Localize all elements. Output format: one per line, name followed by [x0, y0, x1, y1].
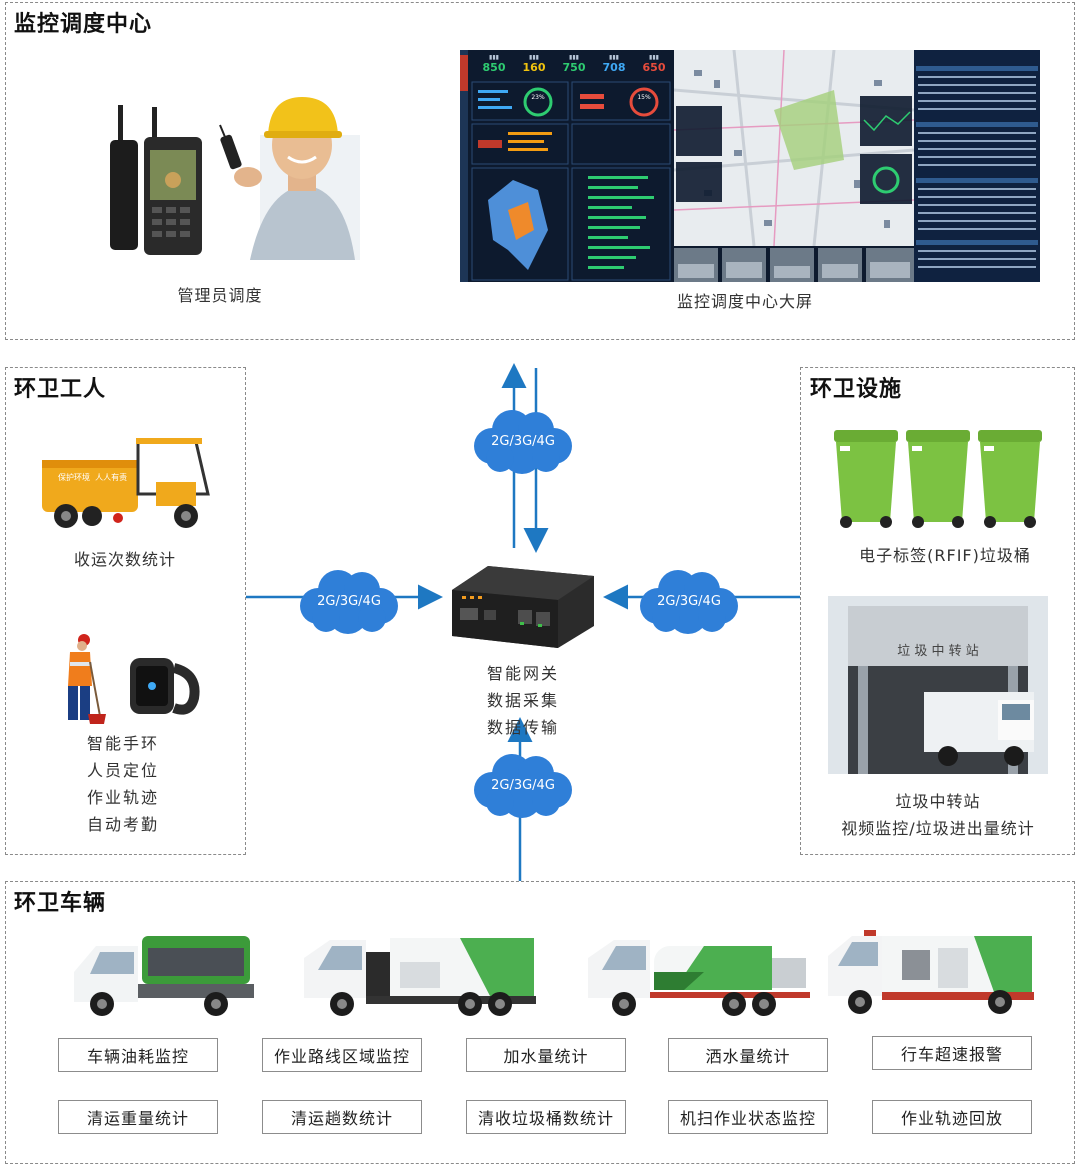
smart-band-features: 智能手环 人员定位 作业轨迹 自动考勤 — [58, 730, 188, 838]
station-caption-line-2: 视频监控/垃圾进出量统计 — [841, 819, 1035, 838]
function-box-water-filling-stats: 加水量统计 — [466, 1038, 626, 1072]
control-center-section — [5, 2, 1075, 340]
kpi-value-2: 160 — [522, 61, 546, 74]
kpi-1: ▮▮▮850 — [472, 54, 516, 74]
cloud-icon — [474, 754, 572, 818]
kpi-5: ▮▮▮650 — [632, 54, 676, 74]
function-box-sprinkling-stats: 洒水量统计 — [668, 1038, 828, 1072]
workers-section — [5, 367, 246, 855]
function-box-overspeed-alarm: 行车超速报警 — [872, 1036, 1032, 1070]
gateway-line-3: 数据传输 — [486, 718, 559, 737]
gateway-line-1: 智能网关 — [486, 664, 559, 683]
function-box-fuel-monitoring: 车辆油耗监控 — [58, 1038, 218, 1072]
admin-caption: 管理员调度 — [177, 286, 263, 305]
rfid-bins-caption: 电子标签(RFIF)垃圾桶 — [859, 546, 1031, 565]
facilities-title: 环卫设施 — [810, 377, 903, 402]
water-sprinkler-truck-image — [588, 940, 810, 1016]
side-loader-garbage-truck-image — [304, 938, 536, 1016]
electric-tricycle-image — [42, 438, 210, 528]
kpi-3: ▮▮▮750 — [552, 54, 596, 74]
function-box-bin-collection-stats: 清收垃圾桶数统计 — [466, 1100, 626, 1134]
kpi-value-5: 650 — [642, 61, 666, 74]
transfer-station-image — [828, 596, 1048, 774]
tricycle-caption: 收运次数统计 — [73, 550, 176, 569]
network-cloud-left: 2G/3G/4G — [296, 568, 402, 634]
walkie-talkie-phone-image — [110, 97, 360, 260]
gateway-caption: 智能网关 数据采集 数据传输 — [468, 660, 578, 741]
dashboard-left-panels — [471, 81, 671, 281]
kpi-4: ▮▮▮708 — [592, 54, 636, 74]
rfid-trash-bins-image — [834, 430, 1042, 528]
monitoring-big-screen: ▮▮▮850 ▮▮▮160 ▮▮▮750 ▮▮▮708 ▮▮▮650 23% 1… — [460, 50, 1040, 282]
big-screen-caption: 监控调度中心大屏 — [676, 292, 813, 311]
function-box-weight-stats: 清运重量统计 — [58, 1100, 218, 1134]
gateway-line-2: 数据采集 — [486, 691, 559, 710]
dashboard-gauge-2: 15% — [637, 94, 651, 101]
function-box-track-playback: 作业轨迹回放 — [872, 1100, 1032, 1134]
street-sweeper-worker-image — [68, 634, 106, 724]
dashboard-gauge-1: 23% — [531, 94, 545, 101]
facilities-section — [800, 367, 1075, 855]
kpi-value-1: 850 — [482, 61, 506, 74]
network-label-left: 2G/3G/4G — [317, 593, 381, 609]
control-center-title: 监控调度中心 — [14, 12, 153, 37]
dashboard-nav-active — [460, 55, 468, 91]
smart-gateway-device-image — [452, 566, 594, 648]
transfer-station-caption: 垃圾中转站 视频监控/垃圾进出量统计 — [820, 788, 1056, 842]
road-sweeper-truck-image — [828, 930, 1034, 1014]
band-feature-2: 人员定位 — [86, 761, 159, 780]
cloud-icon — [300, 570, 398, 634]
tricycle-slogan: 保护环境 人人有责 — [58, 473, 128, 482]
band-feature-4: 自动考勤 — [86, 815, 159, 834]
garbage-compactor-small-truck-image — [74, 936, 254, 1016]
function-box-route-area-monitoring: 作业路线区域监控 — [262, 1038, 422, 1072]
workers-title: 环卫工人 — [14, 377, 107, 402]
vehicles-section — [5, 881, 1075, 1164]
network-cloud-right: 2G/3G/4G — [636, 568, 742, 634]
network-cloud-top: 2G/3G/4G — [470, 408, 576, 474]
transfer-station-sign: 垃 圾 中 转 站 — [897, 644, 979, 659]
vehicles-title: 环卫车辆 — [14, 891, 107, 916]
network-label-bottom: 2G/3G/4G — [491, 777, 555, 793]
network-label-top: 2G/3G/4G — [491, 433, 555, 449]
kpi-2: ▮▮▮160 — [512, 54, 556, 74]
network-cloud-bottom: 2G/3G/4G — [470, 752, 576, 818]
function-box-sweeping-status-monitoring: 机扫作业状态监控 — [668, 1100, 828, 1134]
cloud-icon — [474, 410, 572, 474]
dashboard-camera-strip — [674, 248, 914, 282]
station-caption-line-1: 垃圾中转站 — [895, 792, 981, 811]
dashboard-map — [674, 50, 914, 246]
network-label-right: 2G/3G/4G — [657, 593, 721, 609]
smart-band-image — [130, 658, 200, 715]
band-feature-1: 智能手环 — [86, 734, 159, 753]
kpi-value-3: 750 — [562, 61, 586, 74]
function-box-trip-count-stats: 清运趟数统计 — [262, 1100, 422, 1134]
cloud-icon — [640, 570, 738, 634]
dashboard-left-nav — [460, 50, 468, 282]
band-feature-3: 作业轨迹 — [86, 788, 159, 807]
dashboard-table-panel — [914, 50, 1040, 282]
kpi-value-4: 708 — [602, 61, 626, 74]
